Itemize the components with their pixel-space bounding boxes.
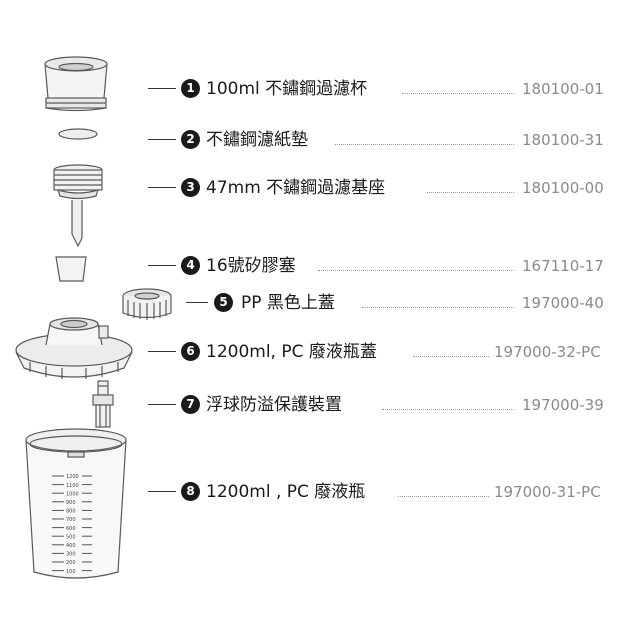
waste-bottle-part: 1200 1100 1000 900 800 700 600 500 400 300 200 100 [25,428,127,579]
part-callout-4: 4 16號矽膠塞 167110-17 [0,254,620,278]
filter-pad-part [58,128,98,140]
part-number-badge: 4 [181,256,200,275]
silicone-stopper-part [55,256,87,282]
part-number-badge: 5 [214,293,233,312]
scale-label: 700 [66,517,76,523]
leader-line [148,139,176,140]
leader-line [148,351,176,352]
leader-line [148,491,176,492]
scale-label: 1200 [66,474,79,480]
dotted-leader [427,192,514,193]
part-callout-6: 6 1200ml, PC 廢液瓶蓋 197000-32-PC [0,340,620,364]
part-code: 180100-31 [522,131,604,149]
leader-line [148,404,176,405]
part-code: 180100-00 [522,179,604,197]
dotted-leader [382,409,514,410]
dotted-leader [402,93,514,94]
part-callout-2: 2 不鏽鋼濾紙墊 180100-31 [0,128,620,152]
scale-label: 1000 [66,491,79,497]
scale-label: 500 [66,534,76,540]
part-code: 197000-39 [522,396,604,414]
part-callout-7: 7 浮球防溢保護裝置 197000-39 [0,393,620,417]
scale-label: 200 [66,560,76,566]
leader-line [148,187,176,188]
dotted-leader [335,144,514,145]
bottle-cap-part [15,317,133,379]
scale-label: 300 [66,552,76,558]
part-number-badge: 2 [181,130,200,149]
part-callout-1: 1 100ml 不鏽鋼過濾杯 180100-01 [0,77,620,101]
top-cap-part [122,288,172,320]
part-name: PP 黑色上蓋 [241,293,335,313]
scale-label: 400 [66,543,76,549]
part-code: 197000-31-PC [494,483,601,501]
part-number-badge: 1 [181,79,200,98]
part-name: 1200ml, PC 廢液瓶蓋 [206,342,377,362]
scale-label: 1100 [66,483,79,489]
part-code: 180100-01 [522,80,604,98]
part-number-badge: 6 [181,342,200,361]
scale-label: 100 [66,569,76,575]
part-name: 16號矽膠塞 [206,256,296,276]
part-number-badge: 8 [181,482,200,501]
leader-line [148,88,176,89]
part-code: 197000-40 [522,294,604,312]
part-name: 1200ml , PC 廢液瓶 [206,482,366,502]
part-number-badge: 3 [181,178,200,197]
dotted-leader [398,496,489,497]
part-name: 不鏽鋼濾紙墊 [206,130,308,150]
dotted-leader [318,270,514,271]
part-callout-5: 5 PP 黑色上蓋 197000-40 [0,291,620,315]
part-code: 167110-17 [522,257,604,275]
part-name: 100ml 不鏽鋼過濾杯 [206,79,368,99]
dotted-leader [413,356,489,357]
part-name: 47mm 不鏽鋼過濾基座 [206,178,386,198]
scale-label: 800 [66,509,76,515]
part-name: 浮球防溢保護裝置 [206,395,342,415]
part-callout-8: 8 1200ml , PC 廢液瓶 197000-31-PC [0,480,620,504]
part-callout-3: 3 47mm 不鏽鋼過濾基座 180100-00 [0,176,620,200]
leader-line [186,302,208,303]
float-protector-part [92,380,114,428]
scale-label: 900 [66,500,76,506]
filter-cup-part [44,56,108,112]
volume-scale: 1200 1100 1000 900 800 700 600 500 400 300 200 100 [52,474,92,575]
part-number-badge: 7 [181,395,200,414]
dotted-leader [362,307,514,308]
part-code: 197000-32-PC [494,343,601,361]
filter-base-part [53,164,103,248]
scale-label: 600 [66,526,76,532]
leader-line [148,265,176,266]
